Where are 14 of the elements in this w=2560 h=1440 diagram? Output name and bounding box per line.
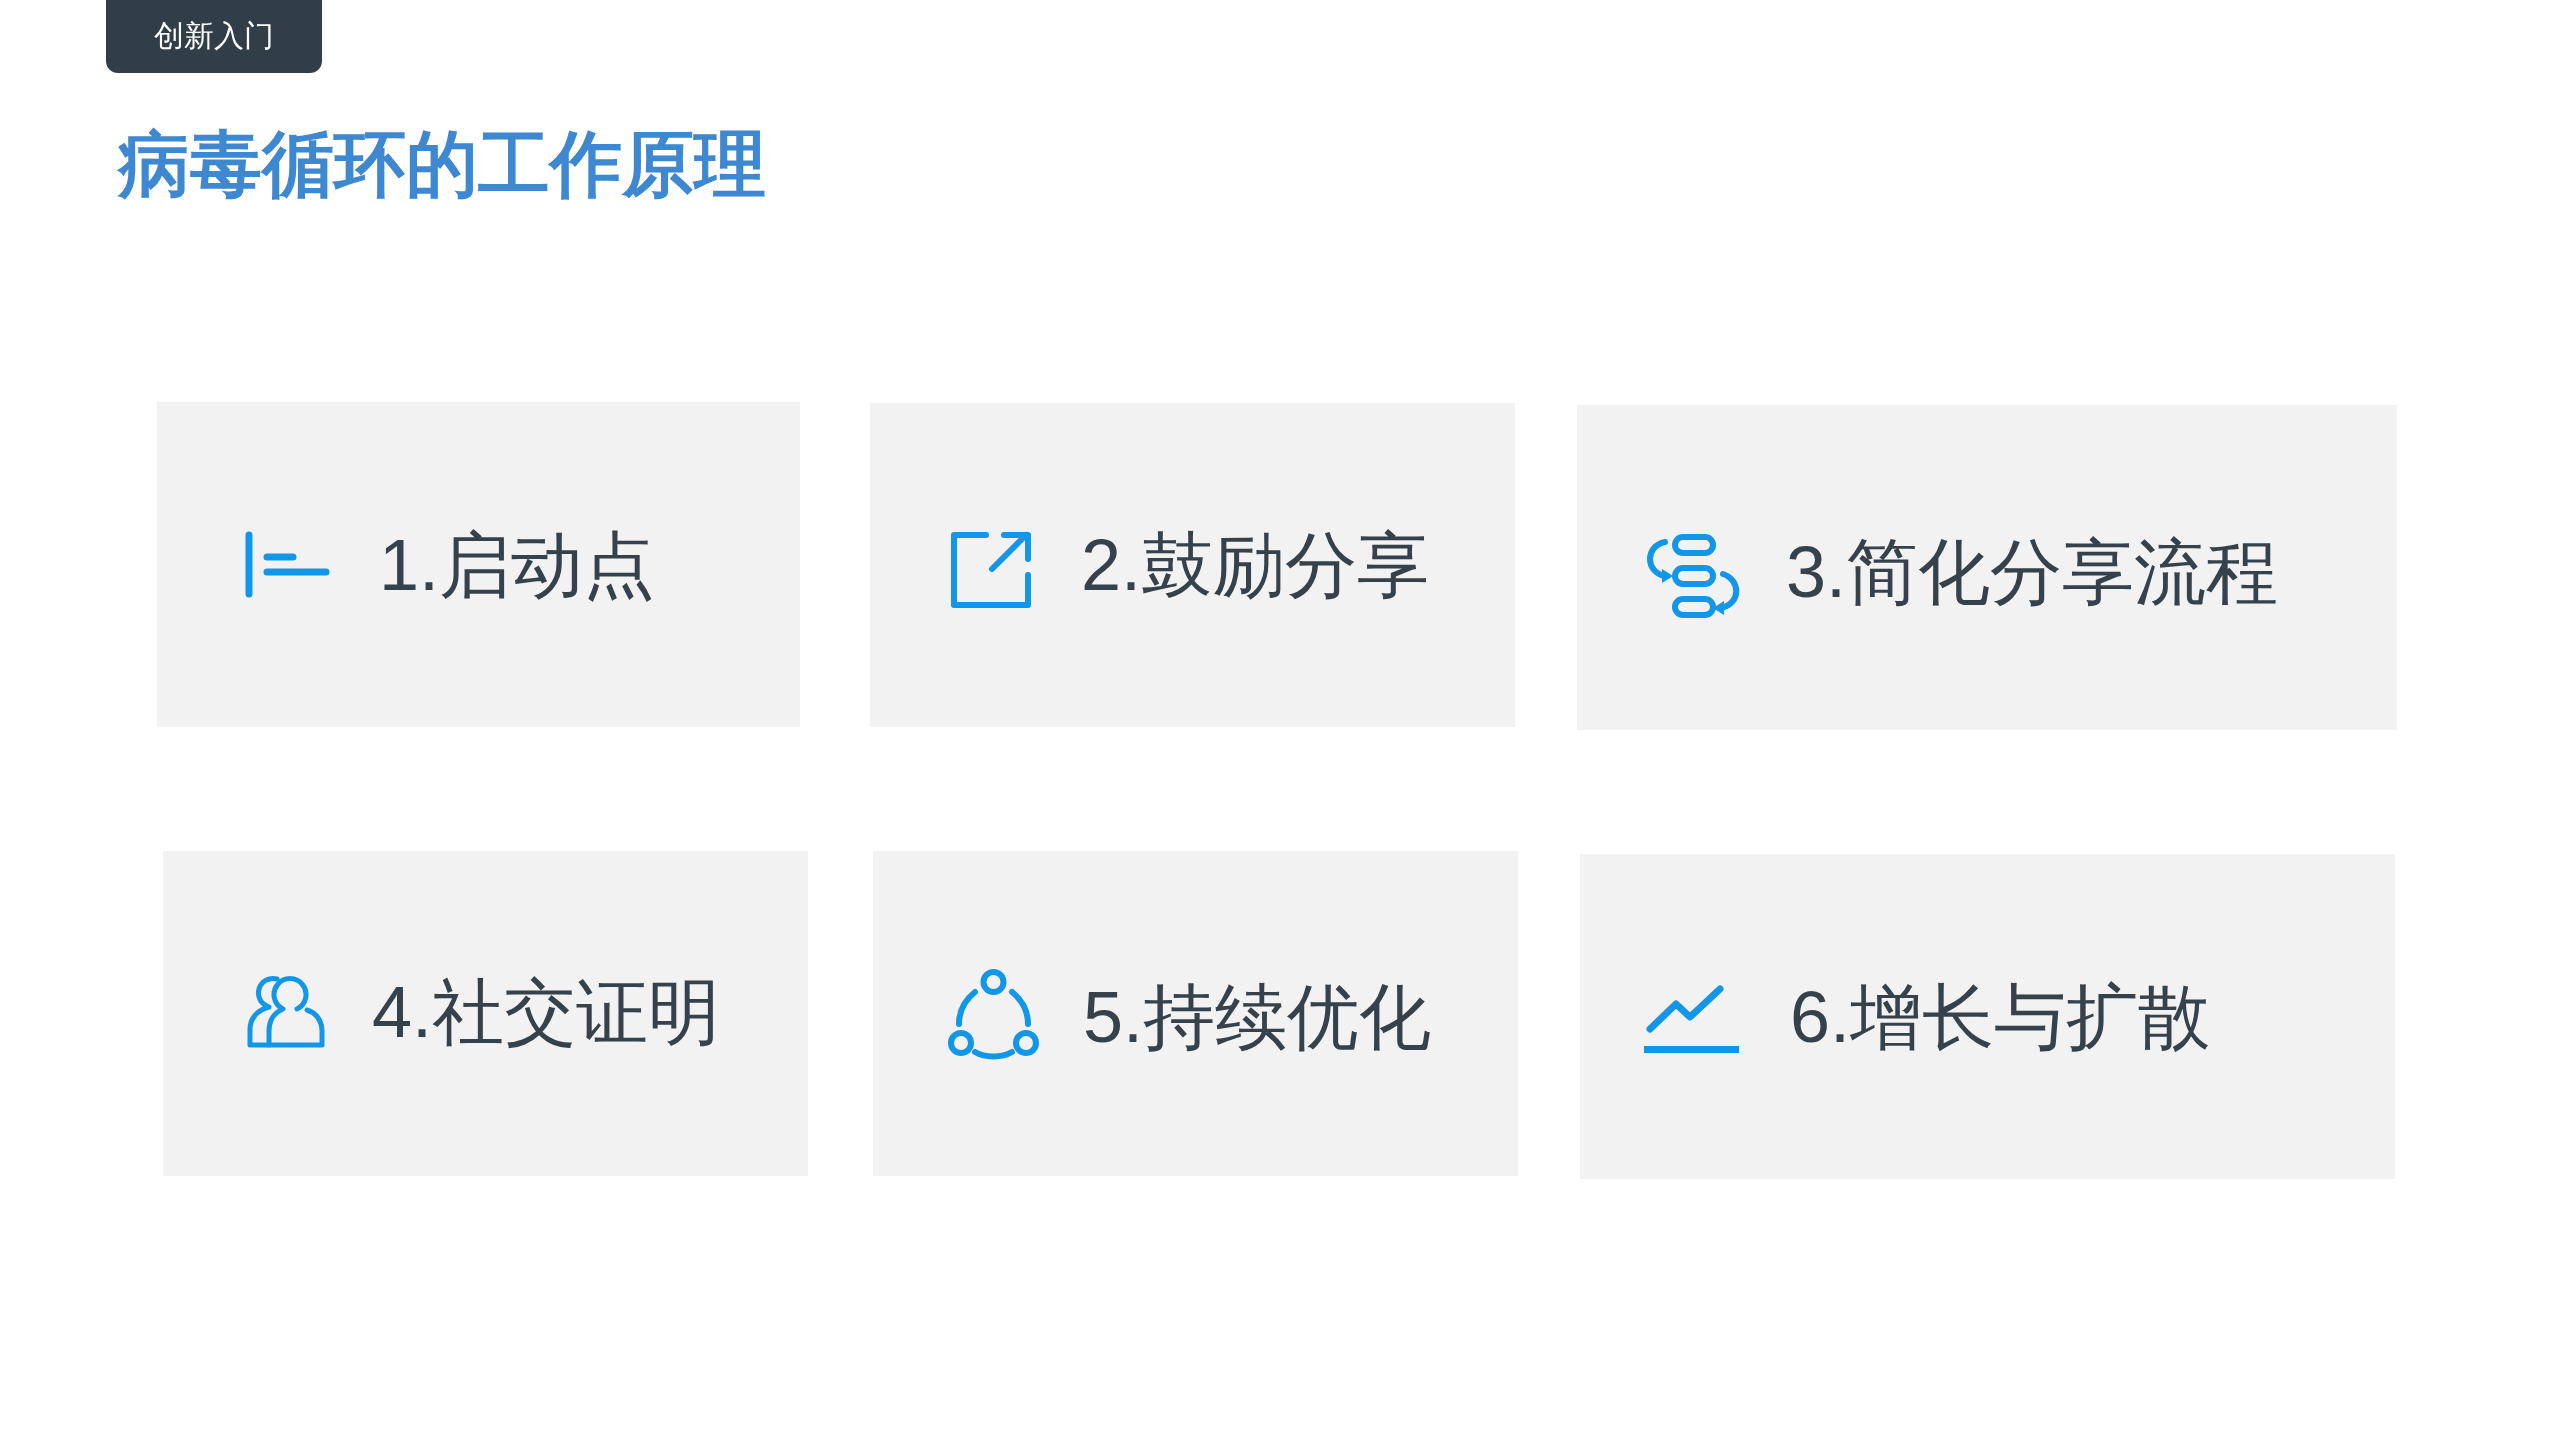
step-card [163,851,808,1176]
step-card [873,851,1518,1176]
step-card [157,402,800,727]
step-label: 3.简化分享流程 [1786,536,2279,608]
step-label: 6.增长与扩散 [1790,981,2211,1053]
step-label: 4.社交证明 [372,976,721,1048]
step-label: 1.启动点 [379,529,656,601]
step-label: 2.鼓励分享 [1081,529,1430,601]
slide-title: 病毒循环的工作原理 [118,128,766,200]
section-tab: 创新入门 [106,0,322,73]
step-card [1580,854,2395,1179]
step-card [1577,405,2397,730]
step-label: 5.持续优化 [1083,981,1432,1053]
step-card [870,403,1515,727]
